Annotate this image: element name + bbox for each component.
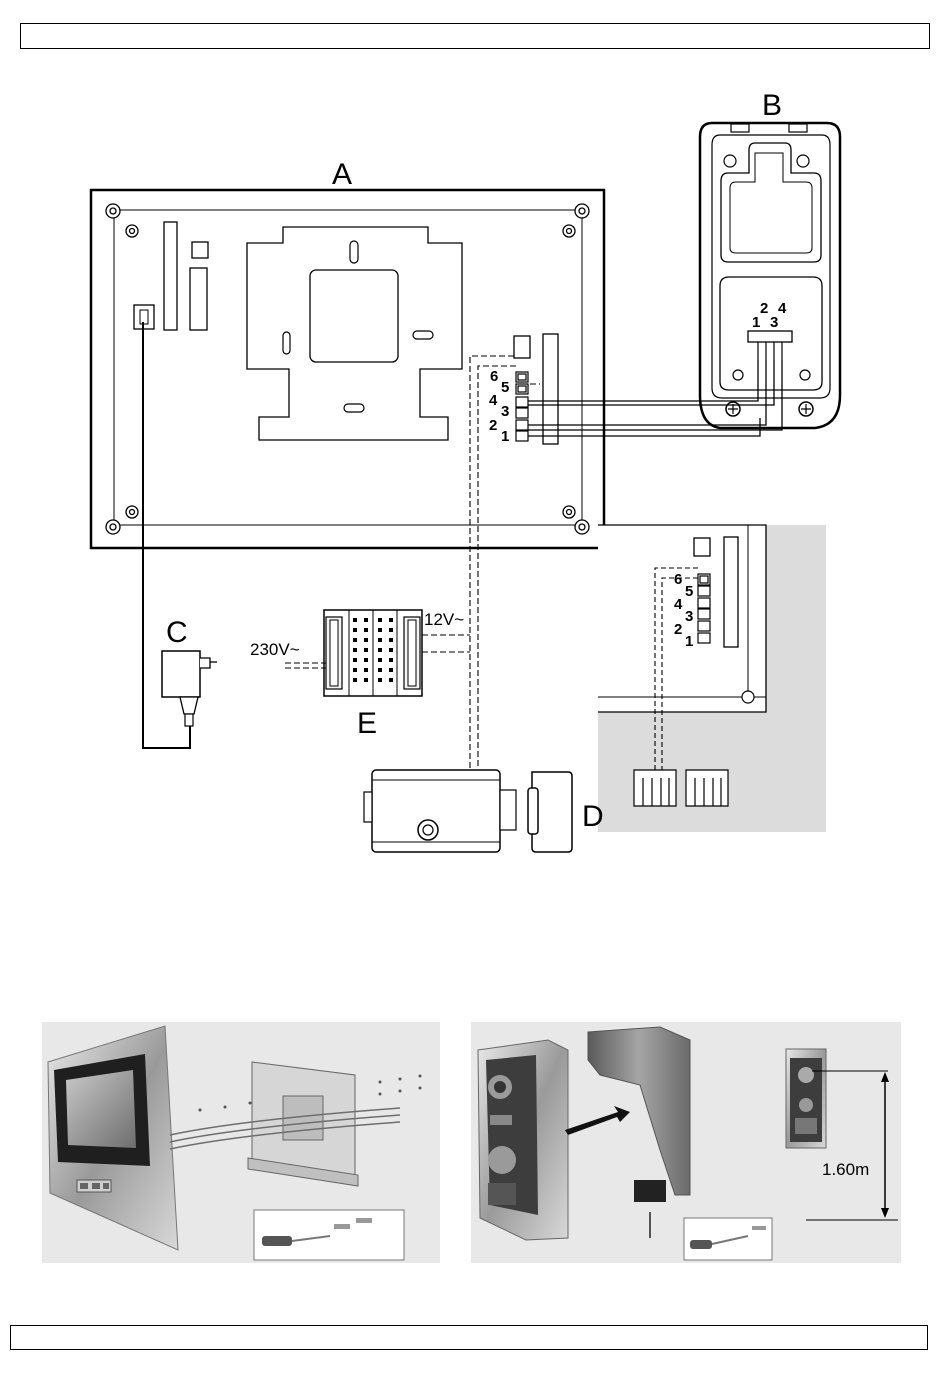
- transformer: [324, 610, 422, 696]
- label-monitor: A: [332, 158, 352, 191]
- label-lock: D: [582, 800, 604, 833]
- ds-terminal-1: 1: [752, 314, 760, 331]
- doorstation-connector: [748, 331, 792, 342]
- lock-detail-panel: 6 5 4 3 2 1: [598, 525, 826, 832]
- power-adapter: [162, 651, 217, 726]
- monitor-mounting-photo: [42, 1022, 440, 1263]
- detail-terminal-4: 4: [674, 596, 683, 613]
- label-adapter: C: [166, 616, 188, 649]
- terminal-label-2: 2: [489, 417, 497, 434]
- detail-terminal-5: 5: [685, 583, 693, 600]
- detail-terminal-6: 6: [674, 571, 682, 588]
- monitor-terminal-block: [516, 372, 528, 441]
- terminal-label-1: 1: [501, 428, 509, 445]
- ds-terminal-3: 3: [770, 314, 778, 331]
- terminal-label-5: 5: [501, 379, 509, 396]
- label-height: 1.60m: [822, 1160, 869, 1179]
- doorstation-mounting-photo: [471, 1022, 901, 1263]
- terminal-label-4: 4: [489, 392, 498, 409]
- label-transformer: E: [357, 707, 377, 740]
- ds-terminal-4: 4: [778, 300, 787, 317]
- label-12v: 12V~: [424, 610, 464, 629]
- detail-terminal-1: 1: [685, 633, 693, 650]
- terminal-label-3: 3: [501, 403, 509, 420]
- detail-terminal-2: 2: [674, 621, 682, 638]
- monitor-unit: 6 5 4 3 2 1: [91, 190, 604, 548]
- label-230v: 230V~: [250, 640, 300, 659]
- detail-terminal-3: 3: [685, 608, 693, 625]
- electric-lock: [364, 770, 572, 852]
- mains-wires: [285, 663, 326, 668]
- ds-terminal-2: 2: [760, 300, 768, 317]
- terminal-label-6: 6: [490, 368, 498, 385]
- doorstation-unit: 2 4 1 3: [700, 123, 840, 428]
- label-doorstation: B: [762, 89, 782, 122]
